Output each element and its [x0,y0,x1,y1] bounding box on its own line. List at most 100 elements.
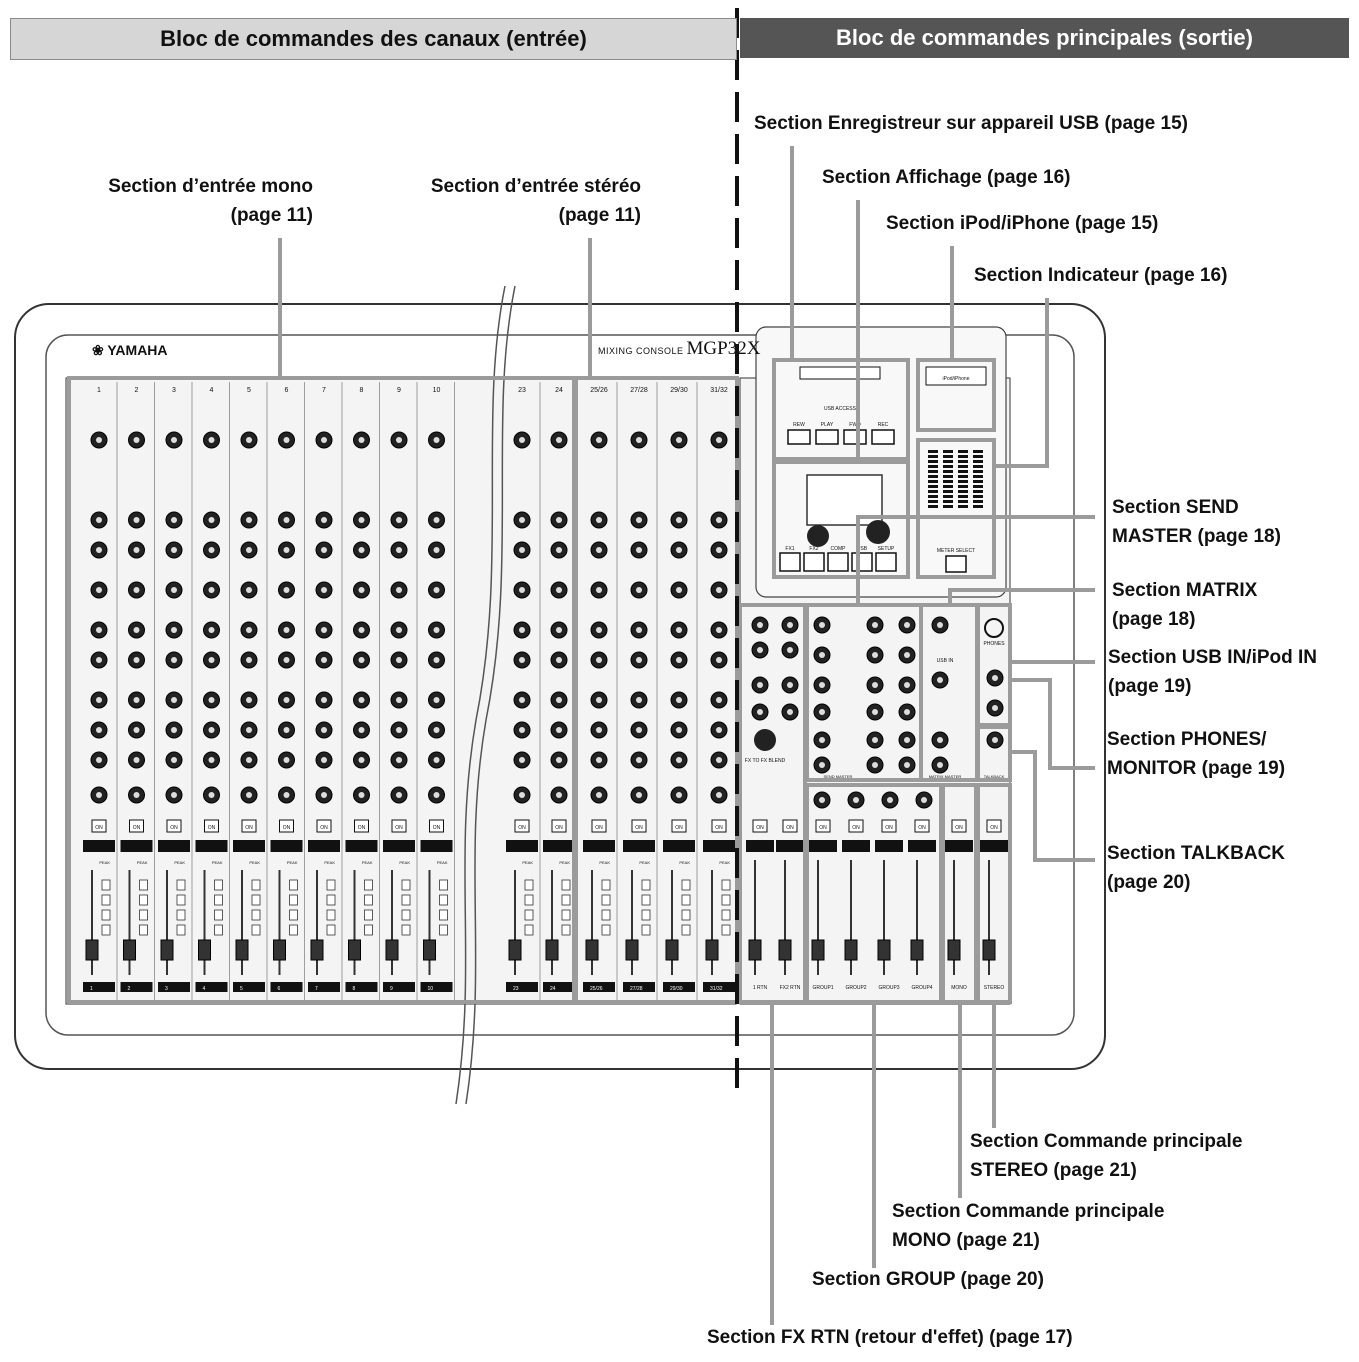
transport-button [787,429,811,445]
on-button-label: ON [786,825,794,831]
ipod-dock-label: iPod/iPhone [943,376,970,382]
knob-cap-icon [787,709,793,715]
knob-cap-icon [321,657,327,663]
channel-label-tab [308,982,340,992]
knob-cap-icon [819,762,825,768]
knob-cap-icon [904,682,910,688]
knob-cap-icon [208,657,215,663]
knob-cap-icon [208,627,215,633]
strip-number: 4 [210,387,214,394]
knob-cap-icon [676,757,682,763]
knob-cap-icon [556,587,562,593]
meter-segment [601,879,611,891]
meter-segment [561,879,571,891]
master-label: GROUP4 [911,985,932,991]
knob-cap-icon [358,792,365,798]
display-button-label: USB [857,546,868,552]
knob-cap-icon [636,437,642,443]
label-group: Section GROUP (page 20) [812,1269,1044,1290]
input-block-header: Bloc de commandes des canaux (entrée) [10,18,737,60]
meter-segment [601,894,611,906]
knob-cap-icon [556,517,562,523]
scribble-strip [543,840,575,852]
scribble-strip [583,840,615,852]
channel-label: 10 [428,986,434,992]
knob-cap-icon [992,705,998,711]
knob-cap-icon [636,757,642,763]
peak-label: PEAK [174,860,185,865]
knob-cap-icon [246,547,252,553]
peak-label: PEAK [287,860,298,865]
master-label: STEREO [984,985,1005,991]
knob-cap-icon [321,697,327,703]
meter-segment [251,894,261,906]
console-inner-frame [45,334,1075,1036]
meter-select-label: METER SELECT [937,548,975,554]
knob-cap-icon [636,627,642,633]
knob-cap-icon [321,757,327,763]
meter-segment [721,909,731,921]
master-label: GROUP1 [812,985,833,991]
knob-cap-icon [96,517,102,523]
meter-segment [214,924,223,936]
display-button [803,552,825,572]
on-button-label: ON [819,825,827,831]
knob-cap-icon [676,627,682,633]
master-label: GROUP2 [845,985,866,991]
meter-segment [326,894,336,906]
knob-cap-icon [283,727,290,733]
meter-segment [176,879,186,891]
usb-access-label: USB ACCESS [824,406,857,412]
meter-segment [561,924,571,936]
channel-label-tab [120,982,153,992]
talkback-label: TALKBACK [984,774,1005,779]
transport-button [871,429,895,445]
label-stereo-input: Section d’entrée stéréo(page 11) [430,176,641,226]
knob-cap-icon [133,587,140,593]
fader-cap-icon [585,939,599,961]
meter-led [928,450,938,453]
meter-led [958,480,968,483]
display-knob-icon [866,520,890,544]
fader-cap-icon [910,939,924,961]
meter-led [973,490,983,493]
fader-cap-icon [385,939,399,961]
knob-cap-icon [96,792,102,798]
knob-cap-icon [433,627,440,633]
knob-cap-icon [433,792,440,798]
knob-cap-icon [596,517,602,523]
knob-cap-icon [596,727,602,733]
meter-segment [721,924,731,936]
knob-cap-icon [904,652,910,658]
knob-cap-icon [96,547,102,553]
meter-led [928,460,938,463]
fader-cap-icon [705,939,719,961]
on-button-label: ON [955,825,963,831]
peak-label: PEAK [324,860,335,865]
knob-cap-icon [171,437,177,443]
knob-cap-icon [246,657,252,663]
knob-cap-icon [556,657,562,663]
on-button-icon [354,819,369,833]
meter-led [928,505,938,508]
knob-cap-icon [358,627,365,633]
meter-segment [101,924,111,936]
knob-cap-icon [937,737,943,743]
knob-cap-icon [133,437,140,443]
label-usb-in: Section USB IN/iPod IN(page 19) [1108,647,1318,697]
knob-cap-icon [171,727,177,733]
strip-number: 3 [172,387,176,394]
knob-cap-icon [321,727,327,733]
knob-cap-icon [133,517,140,523]
meter-segment [524,909,534,921]
on-button-icon [391,819,407,833]
console-break-line-2 [465,285,516,1105]
indicator-frame [916,438,996,579]
peak-label: PEAK [437,860,448,865]
master-label: MONO [951,985,967,991]
meter-led [973,500,983,503]
strip-number: 31/32 [710,387,728,394]
knob-cap-icon [716,727,722,733]
knob-cap-icon [246,727,252,733]
knob-cap-icon [321,547,327,553]
